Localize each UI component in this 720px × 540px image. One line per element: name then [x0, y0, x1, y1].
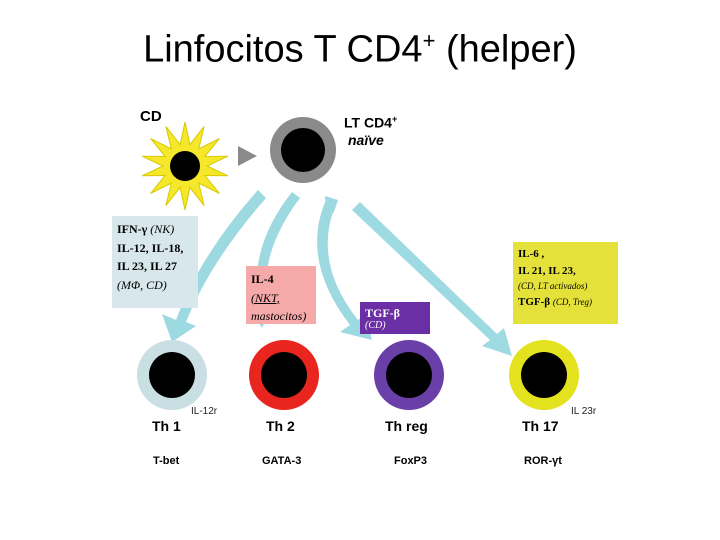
- th2-cytokine-box: IL-4 (NKT, mastocitos): [246, 266, 316, 324]
- dendritic-cell-nucleus: [170, 151, 200, 181]
- presentation-pointer-icon: [238, 146, 257, 166]
- th17-cytokine-box: IL-6 , IL 21, IL 23, (CD, LT activados) …: [513, 242, 618, 324]
- th2-cell-nucleus: [261, 352, 307, 398]
- arrow-to-th17: [352, 202, 512, 356]
- th17-label: Th 17: [522, 418, 559, 434]
- arrow-to-treg-head-top: [325, 196, 338, 218]
- naive-cell-sublabel: naïve: [348, 132, 384, 148]
- differentiation-arrows: [162, 190, 512, 356]
- th17-cell-nucleus: [521, 352, 567, 398]
- th1-label: Th 1: [152, 418, 181, 434]
- th2-transcription-factor: GATA-3: [262, 455, 302, 467]
- th2-label: Th 2: [266, 418, 295, 434]
- treg-label: Th reg: [385, 418, 428, 434]
- naive-cell-label: LT CD4+: [344, 114, 398, 131]
- th1-cell-nucleus: [149, 352, 195, 398]
- th1-receptor: IL-12r: [191, 406, 218, 417]
- treg-cytokine-box: TGF-β (CD): [360, 302, 430, 334]
- th17-transcription-factor: ROR-γt: [524, 455, 562, 467]
- treg-transcription-factor: FoxP3: [394, 455, 428, 467]
- naive-cell-nucleus: [281, 128, 325, 172]
- th1-cytokine-box: IFN-γ (NK) IL-12, IL-18, IL 23, IL 27 (M…: [112, 216, 198, 308]
- th1-transcription-factor: T-bet: [153, 455, 180, 467]
- dendritic-cell-label: CD: [140, 108, 162, 125]
- th17-receptor: IL 23r: [571, 406, 597, 417]
- treg-cell-nucleus: [386, 352, 432, 398]
- page-title: Linfocitos T CD4+ (helper): [143, 28, 577, 71]
